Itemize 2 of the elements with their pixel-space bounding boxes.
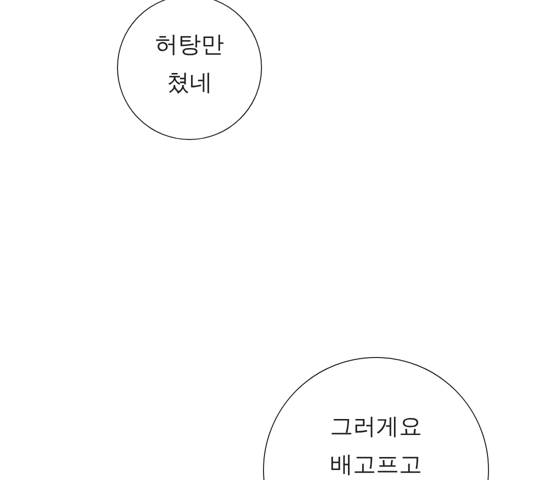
- speech-text: 허탕만 쳤네: [155, 31, 224, 98]
- speech-text: 그러게요 배고프고: [330, 413, 422, 480]
